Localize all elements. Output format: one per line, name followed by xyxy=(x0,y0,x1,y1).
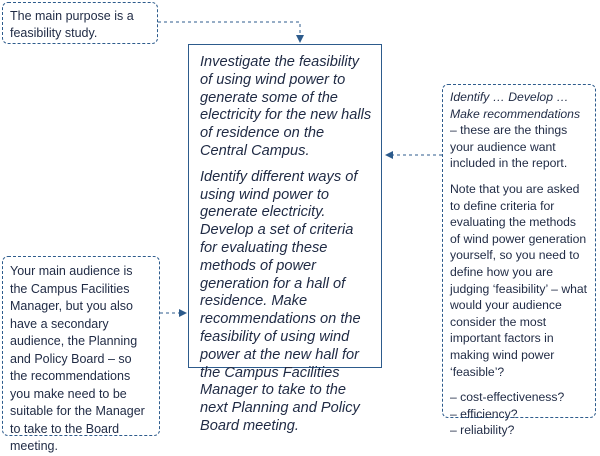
tasks-lead-rest: – these are the things your audience wan… xyxy=(450,123,568,171)
connector-layer xyxy=(158,21,442,317)
brief-paragraph-2: Identify different ways of using wind po… xyxy=(200,168,361,434)
factor-item: – reliability? xyxy=(450,423,515,438)
tasks-note-lead: Identify … Develop … Make recommendation… xyxy=(450,89,588,172)
brief-paragraph-1: Investigate the feasibility of using win… xyxy=(200,54,372,159)
factor-list: – cost-effectiveness? – efficiency? – re… xyxy=(450,389,588,439)
purpose-note: The main purpose is a feasibility study. xyxy=(2,2,158,44)
factor-item: – efficiency? xyxy=(450,406,518,421)
tasks-note: Identify … Develop … Make recommendation… xyxy=(442,84,596,437)
factor-item: – cost-effectiveness? xyxy=(450,390,565,405)
tasks-italic-lead: Identify … Develop … Make recommendation… xyxy=(450,90,581,121)
main-brief-box: Investigate the feasibility of using win… xyxy=(188,44,382,434)
criteria-note: Note that you are asked to define criter… xyxy=(450,181,588,379)
audience-note-text: Your main audience is the Campus Facilit… xyxy=(10,264,145,453)
audience-note: Your main audience is the Campus Facilit… xyxy=(2,256,160,453)
purpose-connector xyxy=(158,21,304,43)
purpose-note-text: The main purpose is a feasibility study. xyxy=(10,9,134,40)
